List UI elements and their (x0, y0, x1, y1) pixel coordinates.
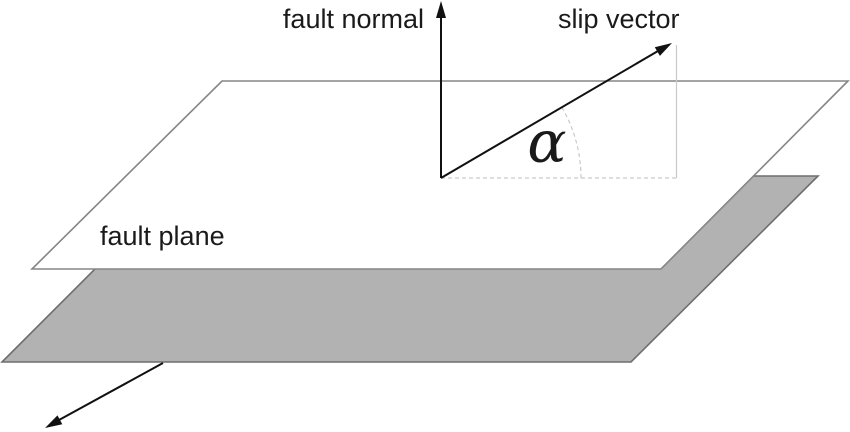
slip-direction-shaft (58, 362, 164, 421)
fault-normal-arrow (436, 1, 446, 178)
fault-normal-arrowhead-icon (436, 1, 446, 18)
slip-vector-shaft (440, 50, 659, 179)
slip-vector-arrow (440, 43, 672, 179)
slip-vector-arrowhead-icon (654, 43, 672, 56)
slip-vector-label: slip vector (558, 4, 680, 34)
angle-arc (561, 107, 582, 179)
fault-normal-label: fault normal (283, 4, 424, 34)
fault-plane-label: fault plane (100, 221, 225, 251)
slip-direction-arrow (45, 362, 164, 428)
angle-alpha-label: α (527, 108, 566, 176)
slip-direction-arrowhead-icon (45, 415, 63, 428)
